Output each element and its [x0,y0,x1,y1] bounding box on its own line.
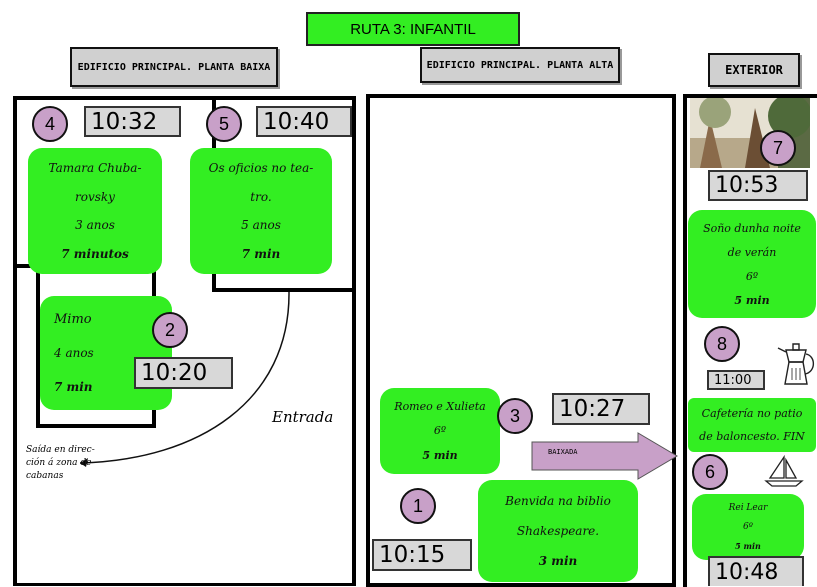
stop-8-card: Cafetería no patio de baloncesto. FIN [688,398,816,452]
stop-7-line: 6º [745,269,759,283]
wall [13,96,356,100]
stop-2-line: 4 anos [54,346,94,361]
stop-4-line: 3 anos [75,218,115,233]
wall [212,288,356,292]
stop-4-time: 10:32 [84,106,181,137]
wall [36,264,40,426]
upper-floor-plan [366,94,676,587]
stop-2-time: 10:20 [134,357,233,389]
stop-4-line: 7 minutos [61,246,129,261]
page-title: RUTA 3: INFANTIL [306,12,520,46]
wall [13,96,17,586]
stop-6-line: 5 min [735,541,761,552]
stop-5-line: 5 anos [241,218,281,233]
entrance-label: Entrada [272,408,334,426]
stop-5-line: tro. [250,189,272,204]
stop-6-line: Rei Lear [728,502,768,513]
stop-1-line: 3 min [538,554,578,568]
stop-8-line: de baloncesto. FIN [699,430,805,443]
header-upper-floor: EDIFICIO PRINCIPAL. PLANTA ALTA [420,47,620,83]
stop-8-time: 11:00 [707,370,765,390]
exit-note-line: Saída en direc- [26,445,95,455]
stop-2-line: 7 min [54,380,93,395]
exit-note: Saída en direc- ción á zona de cabanas [26,444,106,488]
exit-note-line: ción á zona de [26,458,92,468]
stop-4-number: 4 [32,106,68,142]
stop-3-time: 10:27 [552,393,650,425]
stop-3-line: 5 min [422,449,458,463]
stop-5-time: 10:40 [256,106,352,137]
stop-8-line: Cafetería no patio [701,407,803,420]
stop-7-card: Soño dunha noite de verán 6º 5 min [688,210,816,318]
stop-5-line: Os oficios no tea- [208,161,314,176]
stop-1-line: Benvida na biblio [505,494,611,508]
stop-1-time: 10:15 [372,539,472,571]
stop-2-card: Mimo 4 anos 7 min [40,296,172,410]
stop-7-line: Soño dunha noite [703,221,801,235]
stop-7-number: 7 [760,130,796,166]
stop-8-number: 8 [704,326,740,362]
coffee-pot-icon [777,343,815,385]
header-ground-floor: EDIFICIO PRINCIPAL. PLANTA BAIXA [70,47,278,87]
stop-7-line: de verán [727,245,777,259]
header-exterior: EXTERIOR [708,53,800,87]
stop-5-number: 5 [206,106,242,142]
exterior-area [683,94,817,587]
wall [352,96,356,586]
wall [36,424,156,428]
stop-1-card: Benvida na biblio Shakespeare. 3 min [478,480,638,582]
exit-note-line: cabanas [26,471,64,481]
stop-3-card: Romeo e Xulieta 6º 5 min [380,388,500,474]
stop-7-time: 10:53 [708,170,808,201]
stop-2-number: 2 [152,312,188,348]
stop-7-line: 5 min [734,293,770,307]
stop-1-number: 1 [400,488,436,524]
stop-6-line: 6º [743,521,753,532]
stop-3-line: Romeo e Xulieta [394,399,486,413]
stop-1-line: Shakespeare. [516,524,600,538]
wall [13,583,356,586]
stop-6-card: Rei Lear 6º 5 min [692,494,804,560]
sailboat-icon [764,454,804,487]
downstairs-label: BAIXADA [548,448,578,456]
stop-3-number: 3 [497,398,533,434]
stop-6-time: 10:48 [708,556,804,586]
downstairs-arrow [531,432,678,480]
stop-5-card: Os oficios no tea- tro. 5 anos 7 min [190,148,332,274]
stop-2-line: Mimo [54,311,92,327]
stop-5-line: 7 min [241,246,281,261]
wall [13,264,35,268]
stop-6-number: 6 [692,454,728,490]
stop-3-line: 6º [433,424,447,438]
stop-4-line: rovsky [75,189,115,204]
stop-4-line: Tamara Chuba- [48,161,142,176]
stop-4-card: Tamara Chuba- rovsky 3 anos 7 minutos [28,148,162,274]
